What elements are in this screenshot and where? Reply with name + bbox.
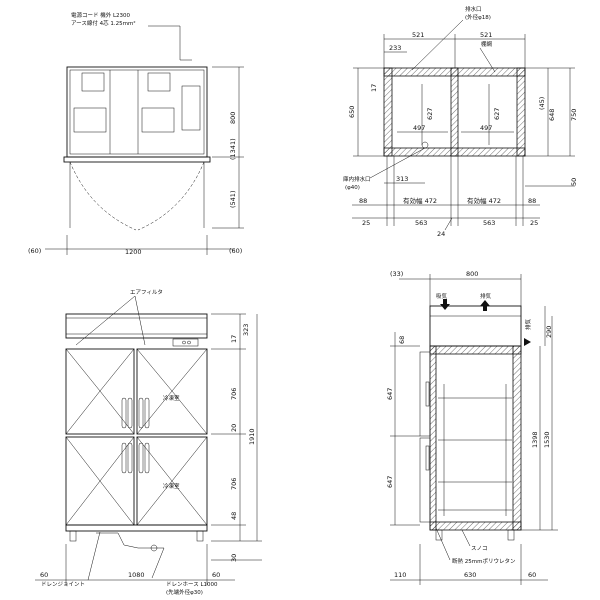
dim-17: 17 xyxy=(370,84,378,92)
dim-110: 110 xyxy=(394,571,406,579)
drain-hose-sub: (先端外径φ30) xyxy=(166,588,203,596)
dim-1341: (1341) xyxy=(229,138,237,160)
dim-60-b: 60 xyxy=(212,571,220,579)
dim-706-b: 706 xyxy=(230,478,238,490)
dim-627-a: 627 xyxy=(426,108,434,120)
dim-25-b: 25 xyxy=(530,219,538,227)
shelf-rail-label: 棚網 xyxy=(481,40,493,48)
air-filter-label: エアフィルタ xyxy=(130,288,163,296)
dim-30: 30 xyxy=(230,554,238,562)
dim-800: 800 xyxy=(466,270,478,278)
plan-view-top: 電源コード 機外 L2300 アース線付 4芯 1.25mm² 1200 (60… xyxy=(28,11,244,256)
dim-323: 323 xyxy=(242,324,250,336)
dim-48: 48 xyxy=(230,512,238,520)
power-cord-label: 電源コード 機外 L2300 xyxy=(71,11,131,19)
exhaust-side-arrow-icon xyxy=(524,338,531,346)
drain-outlet-top-label: 排水口 xyxy=(465,5,482,13)
inner-drain-label: 庫内排水口 xyxy=(343,175,371,183)
section-plan: 497 497 627 627 521 521 233 排水口 (外径φ18) … xyxy=(343,5,578,238)
dim-497-b: 497 xyxy=(480,124,492,132)
intake-label: 吸気 xyxy=(436,292,448,300)
insulation-label: 断熱 25mmポリウレタン xyxy=(452,557,516,565)
snoko-label: スノコ xyxy=(471,545,488,552)
dim-1910: 1910 xyxy=(248,428,256,445)
earth-wire-label: アース線付 4芯 1.25mm² xyxy=(71,19,136,27)
dim-648: 648 xyxy=(548,109,556,121)
side-section: 吸気 排気 排気 (33) 800 68 647 647 290 1398 15… xyxy=(386,270,558,585)
front-elevation: エアフィルタ 冷凍室 冷凍室 xyxy=(35,288,262,596)
dim-88-b: 88 xyxy=(528,197,536,205)
dim-45: (45) xyxy=(538,97,546,110)
inner-drain-sub: (φ40) xyxy=(345,185,360,191)
dim-25-a: 25 xyxy=(362,219,370,227)
drain-hose-label: ドレンホース L1000 xyxy=(166,581,218,588)
dim-630: 630 xyxy=(464,571,476,579)
dim-1200: 1200 xyxy=(125,248,142,256)
dim-60-right: (60) xyxy=(229,247,242,255)
dim-50: 50 xyxy=(570,178,578,186)
exhaust-label: 排気 xyxy=(480,292,492,300)
freezer-upper-label: 冷凍室 xyxy=(163,394,180,402)
dim-33: (33) xyxy=(390,270,403,278)
exhaust-side-label: 排気 xyxy=(524,318,532,330)
dim-88-a: 88 xyxy=(359,197,367,205)
dim-1398: 1398 xyxy=(531,431,539,448)
dim-17: 17 xyxy=(230,335,238,343)
dim-60-left: (60) xyxy=(28,247,41,255)
dim-68: 68 xyxy=(398,336,406,344)
dim-627-b: 627 xyxy=(493,108,501,120)
dim-497-a: 497 xyxy=(413,124,425,132)
dim-563-b: 563 xyxy=(483,219,495,227)
dim-800: 800 xyxy=(229,112,237,124)
dim-650: 650 xyxy=(348,106,356,118)
dim-20: 20 xyxy=(230,424,238,432)
dim-290: 290 xyxy=(545,326,553,338)
drain-outlet-top-sub: (外径φ18) xyxy=(465,13,491,21)
dim-eff-472-b: 有効幅 472 xyxy=(467,196,501,205)
drain-joint-label: ドレンジョイント xyxy=(41,582,85,588)
dim-60-a: 60 xyxy=(40,571,48,579)
dim-750: 750 xyxy=(570,109,578,121)
dim-647-a: 647 xyxy=(386,388,394,400)
dim-541: (541) xyxy=(229,191,237,208)
dim-233: 233 xyxy=(389,44,401,52)
intake-arrow-icon xyxy=(440,299,450,310)
dim-521-a: 521 xyxy=(412,31,424,39)
freezer-lower-label: 冷凍室 xyxy=(163,482,180,490)
dim-706-a: 706 xyxy=(230,388,238,400)
dim-1530: 1530 xyxy=(543,431,551,448)
dim-24: 24 xyxy=(437,230,445,238)
exhaust-arrow-icon xyxy=(480,300,490,311)
dim-1080: 1080 xyxy=(128,571,145,579)
dim-60: 60 xyxy=(528,571,536,579)
dim-647-b: 647 xyxy=(386,476,394,488)
dim-563-a: 563 xyxy=(415,219,427,227)
dim-521-b: 521 xyxy=(480,31,492,39)
dim-313: 313 xyxy=(396,175,408,183)
dim-eff-472-a: 有効幅 472 xyxy=(403,196,437,205)
